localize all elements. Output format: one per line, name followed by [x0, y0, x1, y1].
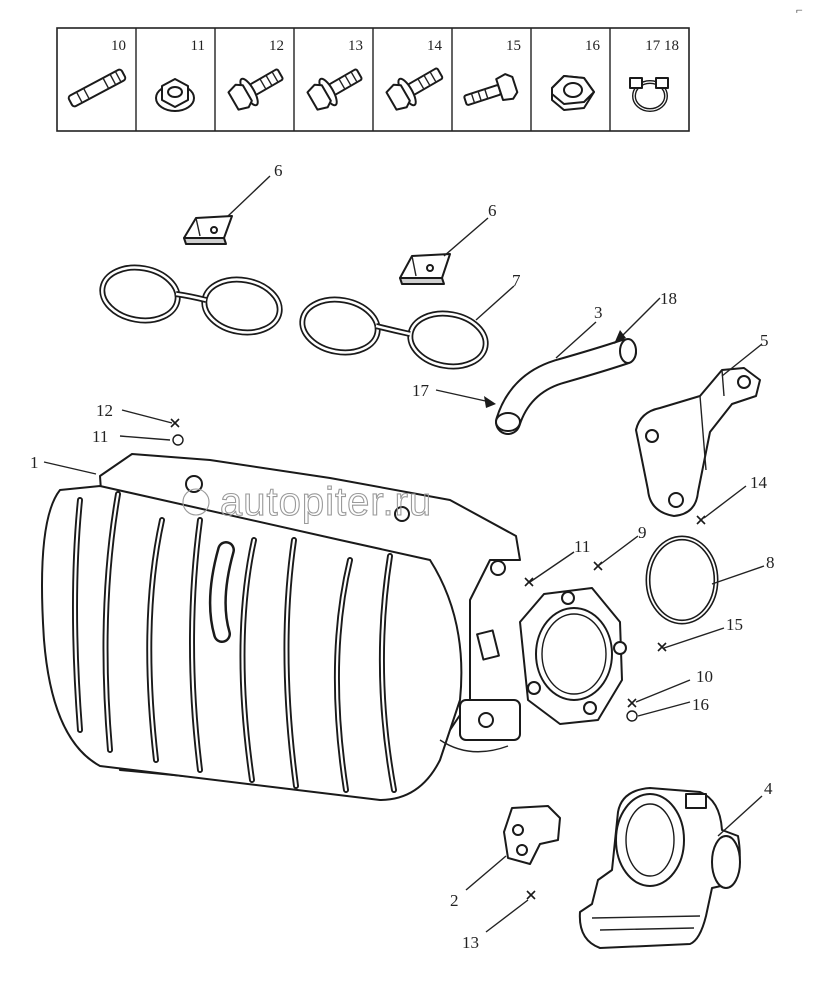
callout-17: 17 [412, 381, 430, 400]
leader-3 [555, 321, 597, 359]
leader-17 [435, 389, 491, 403]
leader-2 [465, 855, 507, 891]
leader-9 [597, 535, 639, 567]
callout-6-upper: 6 [274, 161, 283, 180]
fastener-strip-labels: 10 11 12 13 14 15 16 17 18 [111, 38, 679, 54]
cross-marker-11 [524, 577, 534, 587]
callout-9: 9 [638, 523, 647, 542]
hex-nut-icon [551, 75, 595, 111]
callout-18: 18 [660, 289, 677, 308]
o-ring-part-8 [645, 535, 719, 625]
cross-marker-14 [696, 515, 706, 525]
cross-marker-15 [657, 642, 667, 652]
leader-11b [529, 551, 575, 583]
leader-16 [637, 701, 691, 717]
callout-labels: 1 2 3 4 5 6 6 7 8 9 10 11 11 12 13 14 15… [30, 161, 775, 952]
leader-10 [635, 679, 691, 703]
fastener-cell-label: 16 [585, 38, 601, 54]
corner-mark: ⌐ [796, 3, 803, 17]
cross-marker-12 [170, 418, 180, 428]
callout-16: 16 [692, 695, 709, 714]
bracket-part-5 [635, 367, 761, 517]
fastener-cell-label: 11 [191, 38, 205, 54]
leader-8 [711, 565, 765, 585]
clip-part-lower [399, 253, 451, 285]
throttle-body-part-4 [578, 787, 741, 949]
fastener-cell-label: 10 [111, 38, 126, 54]
callout-6-lower: 6 [488, 201, 497, 220]
leader-5 [721, 343, 763, 377]
flange-bolt-icon [227, 68, 284, 111]
flange-nut-icon [155, 78, 195, 112]
callout-15: 15 [726, 615, 743, 634]
callout-13: 13 [462, 933, 479, 952]
fastener-strip: 10 11 12 13 14 15 16 17 18 [56, 27, 690, 132]
clip-part-upper [183, 215, 233, 245]
fastener-cell-label: 14 [427, 38, 443, 54]
callout-7: 7 [512, 271, 521, 290]
callout-11-right: 11 [574, 537, 590, 556]
callout-5: 5 [760, 331, 769, 350]
arrowhead-18 [614, 330, 626, 344]
hose-clamp-icon [629, 77, 669, 112]
watermark-text: autopiter.ru [220, 480, 432, 524]
leader-18 [619, 297, 661, 339]
cross-marker-10 [627, 698, 637, 708]
throttle-flange-part-9 [519, 587, 627, 725]
flange-bolt-icon [385, 67, 444, 111]
bracket-part-2 [503, 805, 561, 865]
fastener-cell-label: 13 [348, 38, 363, 54]
arrowhead-17 [484, 396, 496, 408]
callout-14: 14 [750, 473, 768, 492]
gasket-part-7 [299, 296, 489, 370]
leader-1 [43, 461, 97, 475]
fastener-cell-label: 17 18 [645, 38, 679, 54]
callout-4: 4 [764, 779, 773, 798]
gasket-pair-left [99, 264, 283, 336]
leader-7 [475, 285, 515, 321]
leader-6b [443, 217, 489, 257]
ring-marker-16 [626, 710, 638, 722]
callout-10: 10 [696, 667, 713, 686]
leader-6a [227, 175, 271, 217]
fastener-strip-dividers [135, 28, 611, 131]
leader-11a [119, 435, 171, 441]
intake-manifold-part-1 [41, 453, 521, 801]
ring-marker-11 [172, 434, 184, 446]
leader-14 [703, 485, 747, 519]
watermark: autopiter.ru [182, 479, 432, 525]
flange-bolt-icon [306, 68, 363, 111]
leader-4 [717, 795, 763, 837]
callout-2: 2 [450, 891, 459, 910]
callout-1: 1 [30, 453, 39, 472]
fastener-cell-label: 12 [269, 38, 284, 54]
leader-lines [43, 175, 765, 933]
callout-11-left: 11 [92, 427, 108, 446]
callout-3: 3 [594, 303, 603, 322]
watermark-logo-icon [182, 488, 210, 516]
stud-icon [67, 68, 127, 108]
cross-marker-13 [526, 890, 536, 900]
leader-12 [121, 409, 173, 424]
hex-bolt-icon [463, 73, 519, 106]
hose-part-3 [495, 338, 637, 435]
fastener-cell-label: 15 [506, 38, 521, 54]
leader-13 [485, 899, 529, 933]
leader-15 [663, 627, 725, 649]
callout-12: 12 [96, 401, 113, 420]
callout-8: 8 [766, 553, 775, 572]
